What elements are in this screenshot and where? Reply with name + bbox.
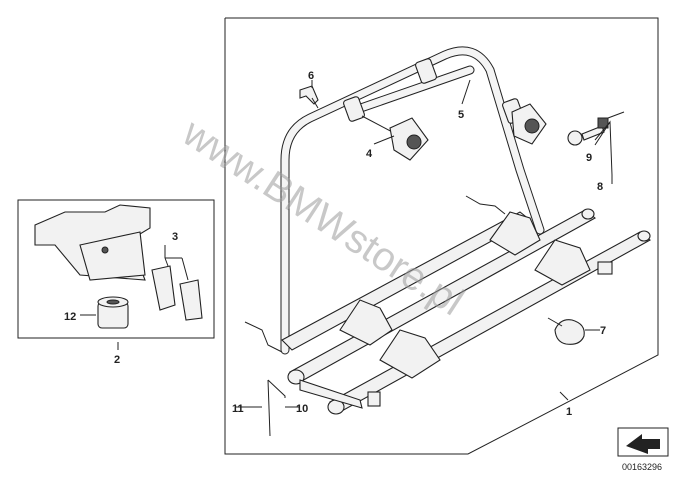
callout-4: 4 — [366, 148, 373, 160]
allen-wrench-11 — [267, 379, 286, 437]
callout-10: 10 — [296, 403, 308, 415]
callout-3: 3 — [172, 231, 178, 243]
base-frame — [281, 211, 613, 409]
wheel-holders — [339, 211, 591, 379]
main-assembly-frame — [224, 17, 659, 455]
cylinder-12 — [97, 296, 129, 329]
reference-number: 00163296 — [622, 462, 662, 472]
callout-6: 6 — [308, 70, 314, 82]
frame-holder-right — [511, 103, 547, 145]
callout-2: 2 — [114, 354, 120, 366]
pin-6 — [299, 85, 319, 109]
frame-holder-4 — [361, 115, 429, 161]
callout-12: 12 — [64, 311, 76, 323]
callout-7: 7 — [600, 325, 606, 337]
callout-8: 8 — [597, 181, 603, 193]
callout-9: 9 — [586, 152, 592, 164]
leader-lines — [80, 79, 613, 408]
strap-7 — [547, 317, 585, 345]
callout-5: 5 — [458, 109, 464, 121]
nav-arrow-icon[interactable] — [617, 427, 669, 457]
pads-3 — [151, 265, 203, 321]
callout-labels: 1 2 3 4 5 6 7 8 9 10 11 12 — [64, 70, 606, 418]
callout-1: 1 — [566, 406, 572, 418]
hooks — [244, 195, 506, 353]
plate-bracket — [34, 204, 151, 281]
callout-11: 11 — [232, 403, 244, 415]
key-lock-9 — [567, 111, 625, 146]
carrier-frame — [280, 46, 545, 355]
side-kit-box — [17, 199, 215, 339]
